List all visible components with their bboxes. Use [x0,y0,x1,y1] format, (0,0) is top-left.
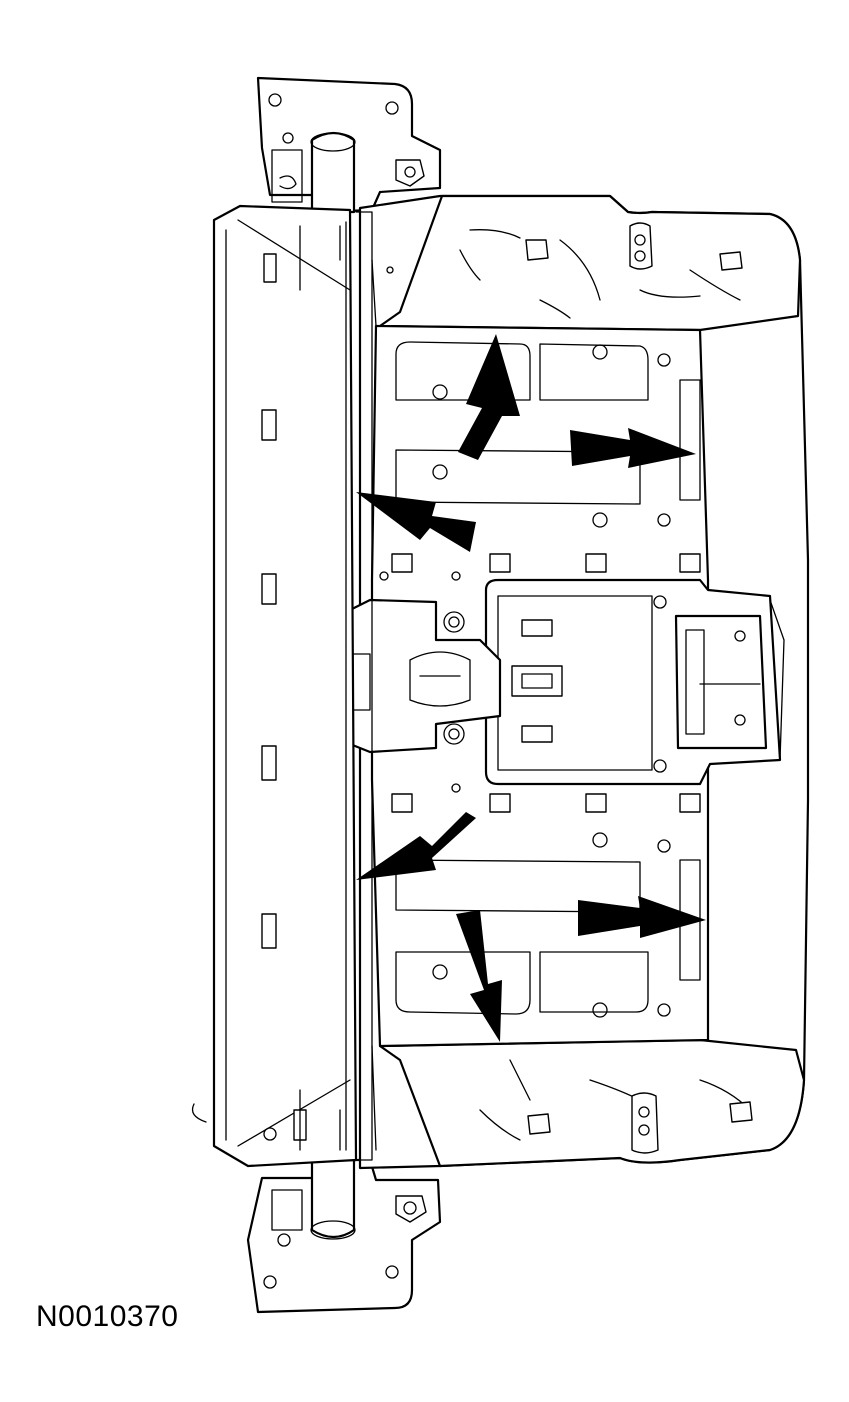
arrow-lower-right [578,896,706,938]
arrow-lower-left [356,812,476,880]
top-hinge-bracket [256,76,442,214]
figure-id-label: N0010370 [36,1300,179,1333]
arrows [356,334,706,1042]
arrow-lower-down [456,910,502,1042]
arrow-upper-right [570,428,696,468]
left-rail [191,204,358,1168]
arrow-upper-left [356,492,476,552]
inner-rails [355,211,461,1161]
bottom-hinge-bracket [246,1158,442,1314]
center-latch-module [484,578,785,786]
arrow-upper-up-left [458,334,520,460]
